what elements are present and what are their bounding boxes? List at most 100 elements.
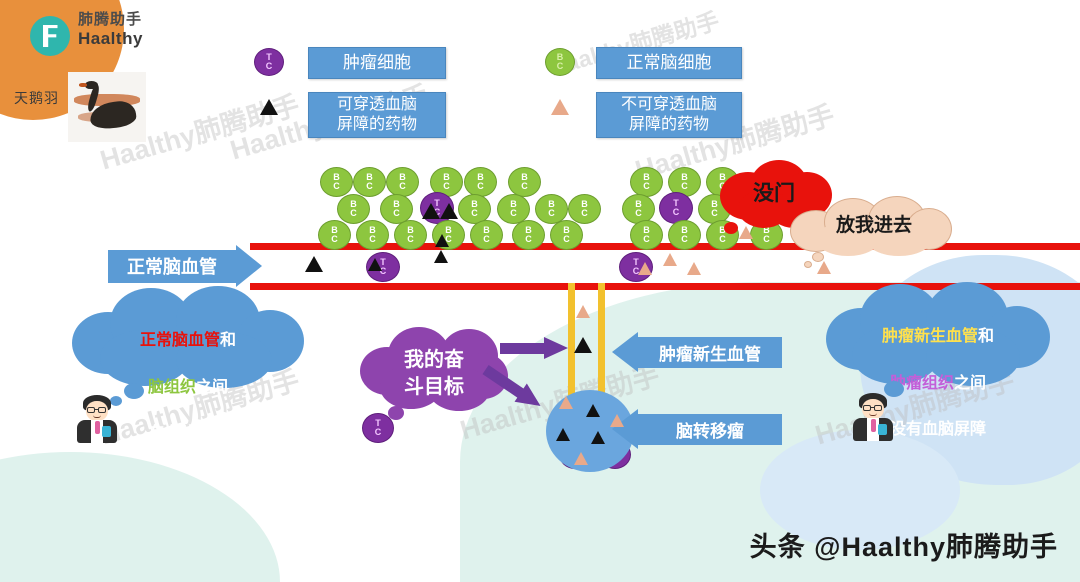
cell-label: C (711, 208, 718, 218)
cloud-my-goal-text: 我的奋 斗目标 (404, 349, 464, 398)
cloud-let-me-in-text: 放我进去 (835, 215, 912, 236)
cell-label: C (483, 234, 490, 244)
cell-label: T (380, 257, 386, 267)
cloud-line-plain: 之间 (196, 378, 229, 396)
tumor-neovessel-arrow-label: 肿瘤新生血管 (659, 344, 761, 364)
permeable-drug-triangle (434, 250, 448, 263)
cell-label: B (510, 199, 517, 209)
cloud-tail (124, 383, 144, 399)
cell-label: C (672, 207, 680, 217)
cloud-tumor-no-bbb-text: 肿瘤新生血管和 肿瘤组织之间 没有血脑屏障 (826, 302, 1050, 464)
legend-marker-impermeable-drug (551, 99, 569, 115)
background-mint-shape-left (0, 452, 280, 582)
cell-label: C (393, 208, 400, 218)
cell-label: B (333, 172, 340, 182)
cell-label: C (399, 181, 406, 191)
tumor-neovessel-wall-right (598, 283, 605, 398)
permeable-drug-triangle (556, 428, 570, 441)
cell-label: C (379, 266, 387, 276)
cloud-line-plain: 和 (978, 328, 995, 346)
cell-label: C (477, 181, 484, 191)
cell-label: B (643, 225, 650, 235)
legend-label-impermeable-drug: 不可穿透血脑 屏障的药物 (596, 92, 742, 138)
cell-label: B (719, 225, 726, 235)
cell-label: C (374, 427, 382, 437)
cell-label: B (331, 225, 338, 235)
legend-marker-label: C (265, 61, 273, 71)
legend-marker-normal-cell: B C (545, 48, 575, 76)
legend-label-tumor-cell: 肿瘤细胞 (308, 47, 446, 79)
legend-marker-label: C (556, 61, 564, 71)
cell-label: B (635, 199, 642, 209)
brand-name-en: Haalthy (78, 28, 143, 48)
cell-label: C (366, 181, 373, 191)
cell-label: B (548, 199, 555, 209)
permeable-drug-triangle (440, 203, 458, 219)
cloud-tail (388, 406, 404, 420)
cell-label: C (643, 181, 650, 191)
cell-label: C (350, 208, 357, 218)
cell-label: B (477, 172, 484, 182)
vessel-wall-bottom (250, 283, 1080, 290)
cloud-normal-bbb: 正常脑血管和 脑组织之间 有血脑屏障 (72, 286, 304, 442)
cell-label: T (633, 257, 639, 267)
cell-label: C (548, 208, 555, 218)
legend-marker-label: B (556, 52, 564, 62)
cell-label: C (510, 208, 517, 218)
permeable-drug-triangle (422, 203, 440, 219)
cloud-tail (804, 261, 812, 268)
cell-label: B (711, 199, 718, 209)
doctor-avatar-left (70, 393, 124, 443)
cell-label: B (366, 172, 373, 182)
impermeable-drug-triangle (663, 253, 677, 266)
brain-metastasis-arrow-label: 脑转移瘤 (676, 421, 744, 441)
swan-caption: 天鹅羽 (14, 90, 59, 106)
cell-label: B (399, 172, 406, 182)
cell-label: B (681, 172, 688, 182)
cell-label: C (719, 234, 726, 244)
impermeable-drug-triangle (574, 452, 588, 465)
cell-label: B (563, 225, 570, 235)
cell-label: C (643, 234, 650, 244)
legend-marker-permeable-drug (260, 99, 278, 115)
vessel-wall-top (250, 243, 850, 250)
permeable-drug-triangle (368, 258, 382, 271)
cell-label: B (445, 225, 452, 235)
cell-label: C (581, 208, 588, 218)
footer-attribution: 头条 @Haalthy肺腾助手 (749, 532, 1058, 562)
cloud-line-emphasis: 脑组织 (147, 378, 196, 396)
cell-label: B (719, 172, 726, 182)
cell-label: B (393, 199, 400, 209)
legend-label-normal-cell: 正常脑细胞 (596, 47, 742, 79)
cell-label: B (681, 225, 688, 235)
cloud-line-emphasis: 正常脑血管 (139, 332, 220, 350)
cell-label: C (369, 234, 376, 244)
impermeable-drug-triangle (817, 261, 831, 274)
cloud-tail (110, 396, 122, 406)
cloud-line-plain: 有血脑屏障 (147, 424, 228, 442)
cell-label: T (375, 418, 381, 428)
cell-label: B (525, 225, 532, 235)
black-swan-illustration (68, 72, 146, 142)
normal-vessel-arrow-label: 正常脑血管 (127, 257, 217, 277)
cell-label: B (581, 199, 588, 209)
cell-label: C (443, 181, 450, 191)
cell-label: C (681, 234, 688, 244)
permeable-drug-triangle (574, 337, 592, 353)
cloud-tail (812, 252, 824, 262)
cell-label: T (673, 198, 679, 208)
